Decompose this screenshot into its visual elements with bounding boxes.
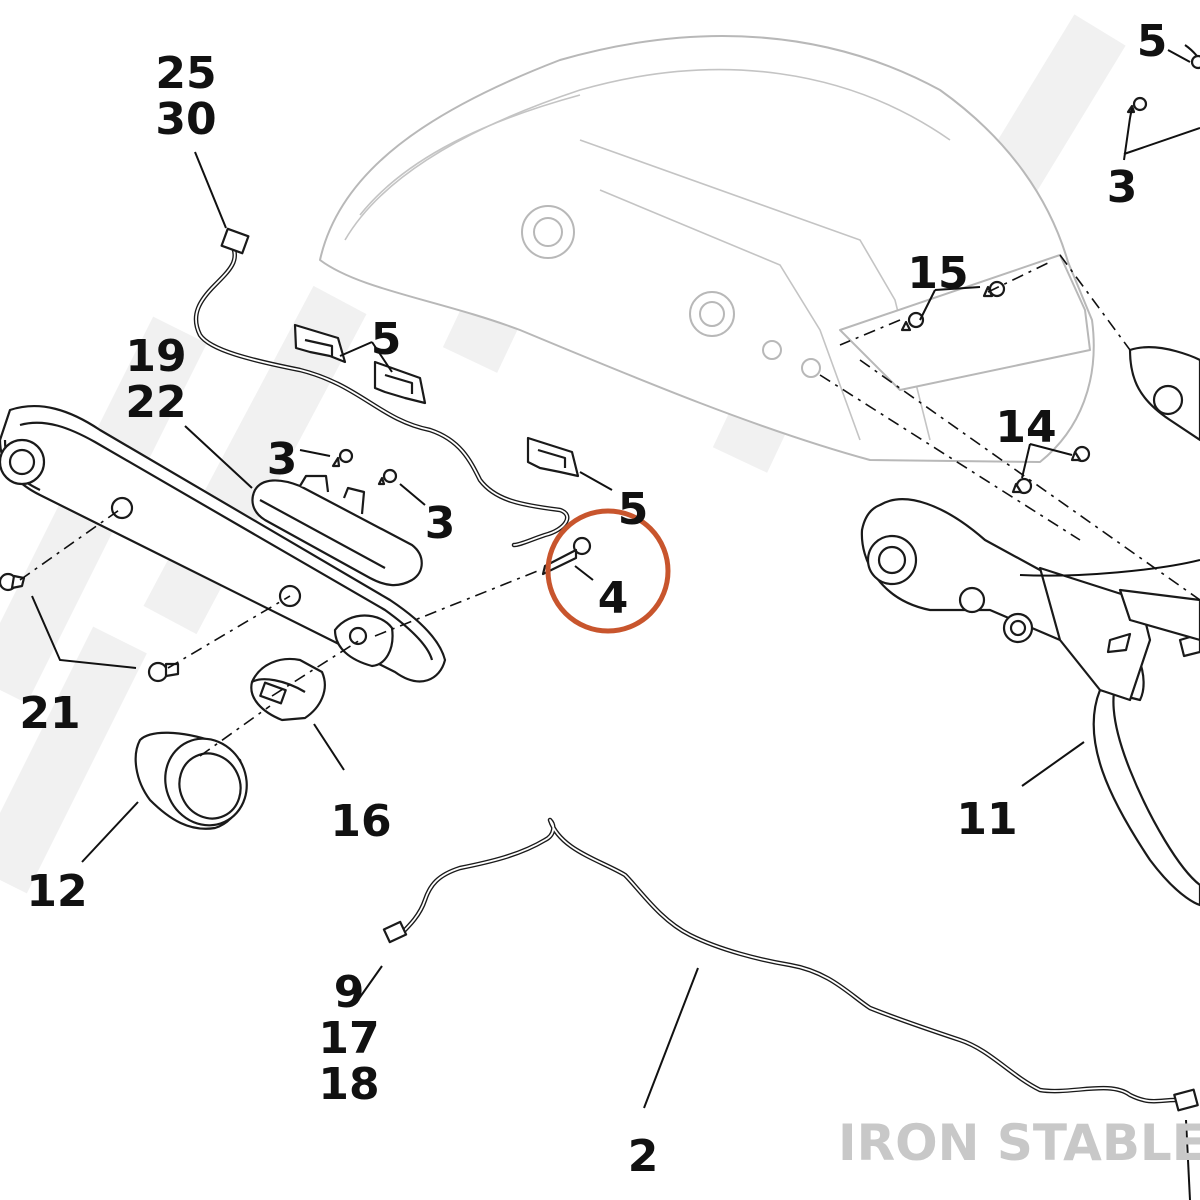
callout-number: 21 bbox=[19, 688, 80, 739]
callout-c-5-top: 5 bbox=[1137, 16, 1168, 67]
rear-fender bbox=[319, 35, 1095, 463]
callout-number: 11 bbox=[956, 794, 1017, 845]
callout-c-4: 4 bbox=[598, 573, 629, 624]
callout-number: 5 bbox=[618, 484, 649, 535]
callout-number: 3 bbox=[425, 498, 456, 549]
callout-c-3-mid-a: 3 bbox=[267, 434, 298, 485]
callout-number: 5 bbox=[371, 314, 402, 365]
lens-strip bbox=[251, 474, 423, 587]
lamp-12 bbox=[134, 731, 248, 830]
screw-14-a bbox=[1070, 445, 1091, 463]
callout-number: 22 bbox=[125, 377, 186, 428]
callout-c-11: 11 bbox=[956, 794, 1017, 845]
screw-21-b bbox=[147, 661, 180, 683]
callout-c-16: 16 bbox=[330, 796, 391, 847]
callout-c-3-mid-b: 3 bbox=[425, 498, 456, 549]
callout-number: 3 bbox=[267, 434, 298, 485]
callout-number: 3 bbox=[1107, 162, 1138, 213]
callout-number: 17 bbox=[318, 1013, 379, 1064]
callout-number: 16 bbox=[330, 796, 391, 847]
callout-c-14: 14 bbox=[995, 402, 1056, 453]
callout-number: 14 bbox=[995, 402, 1056, 453]
highlight-circle bbox=[545, 508, 671, 634]
main-harness bbox=[382, 817, 1199, 1112]
assembly-lines bbox=[19, 254, 1200, 757]
leader-lines bbox=[31, 49, 1200, 1200]
callout-number: 4 bbox=[598, 573, 629, 624]
socket-16 bbox=[250, 657, 326, 722]
screw-3-a bbox=[331, 448, 354, 468]
callout-c-12: 12 bbox=[26, 866, 87, 917]
callout-c-3-right: 3 bbox=[1107, 162, 1138, 213]
screw-15-b bbox=[900, 311, 925, 332]
callout-number: 18 bbox=[318, 1059, 379, 1110]
callout-c-15: 15 bbox=[907, 248, 968, 299]
callout-number: 15 bbox=[907, 248, 968, 299]
callout-c-21: 21 bbox=[19, 688, 80, 739]
callout-number: 2 bbox=[628, 1131, 659, 1182]
screw-3-right bbox=[1126, 96, 1148, 114]
clip-5-a bbox=[293, 323, 347, 364]
callout-number: 12 bbox=[26, 866, 87, 917]
light-bar-harness bbox=[193, 227, 570, 548]
callout-number: 25 bbox=[155, 48, 216, 99]
callout-number: 19 bbox=[125, 331, 186, 382]
callout-c-2: 2 bbox=[628, 1131, 659, 1182]
callout-number: 30 bbox=[155, 94, 216, 145]
callout-number: 5 bbox=[1137, 16, 1168, 67]
clip-5-c bbox=[526, 436, 580, 478]
callout-c-5-mid: 5 bbox=[618, 484, 649, 535]
callout-number: 9 bbox=[334, 967, 365, 1018]
screw-15-a bbox=[982, 280, 1006, 298]
light-bar-housing bbox=[0, 405, 447, 683]
brand-watermark: IRON STABLE bbox=[838, 1114, 1200, 1172]
screw-3-b bbox=[377, 468, 398, 486]
bolt-4 bbox=[541, 536, 592, 576]
screw-14-b bbox=[1011, 477, 1033, 495]
clip-5-b bbox=[373, 360, 427, 405]
callout-c-5-left: 5 bbox=[371, 314, 402, 365]
